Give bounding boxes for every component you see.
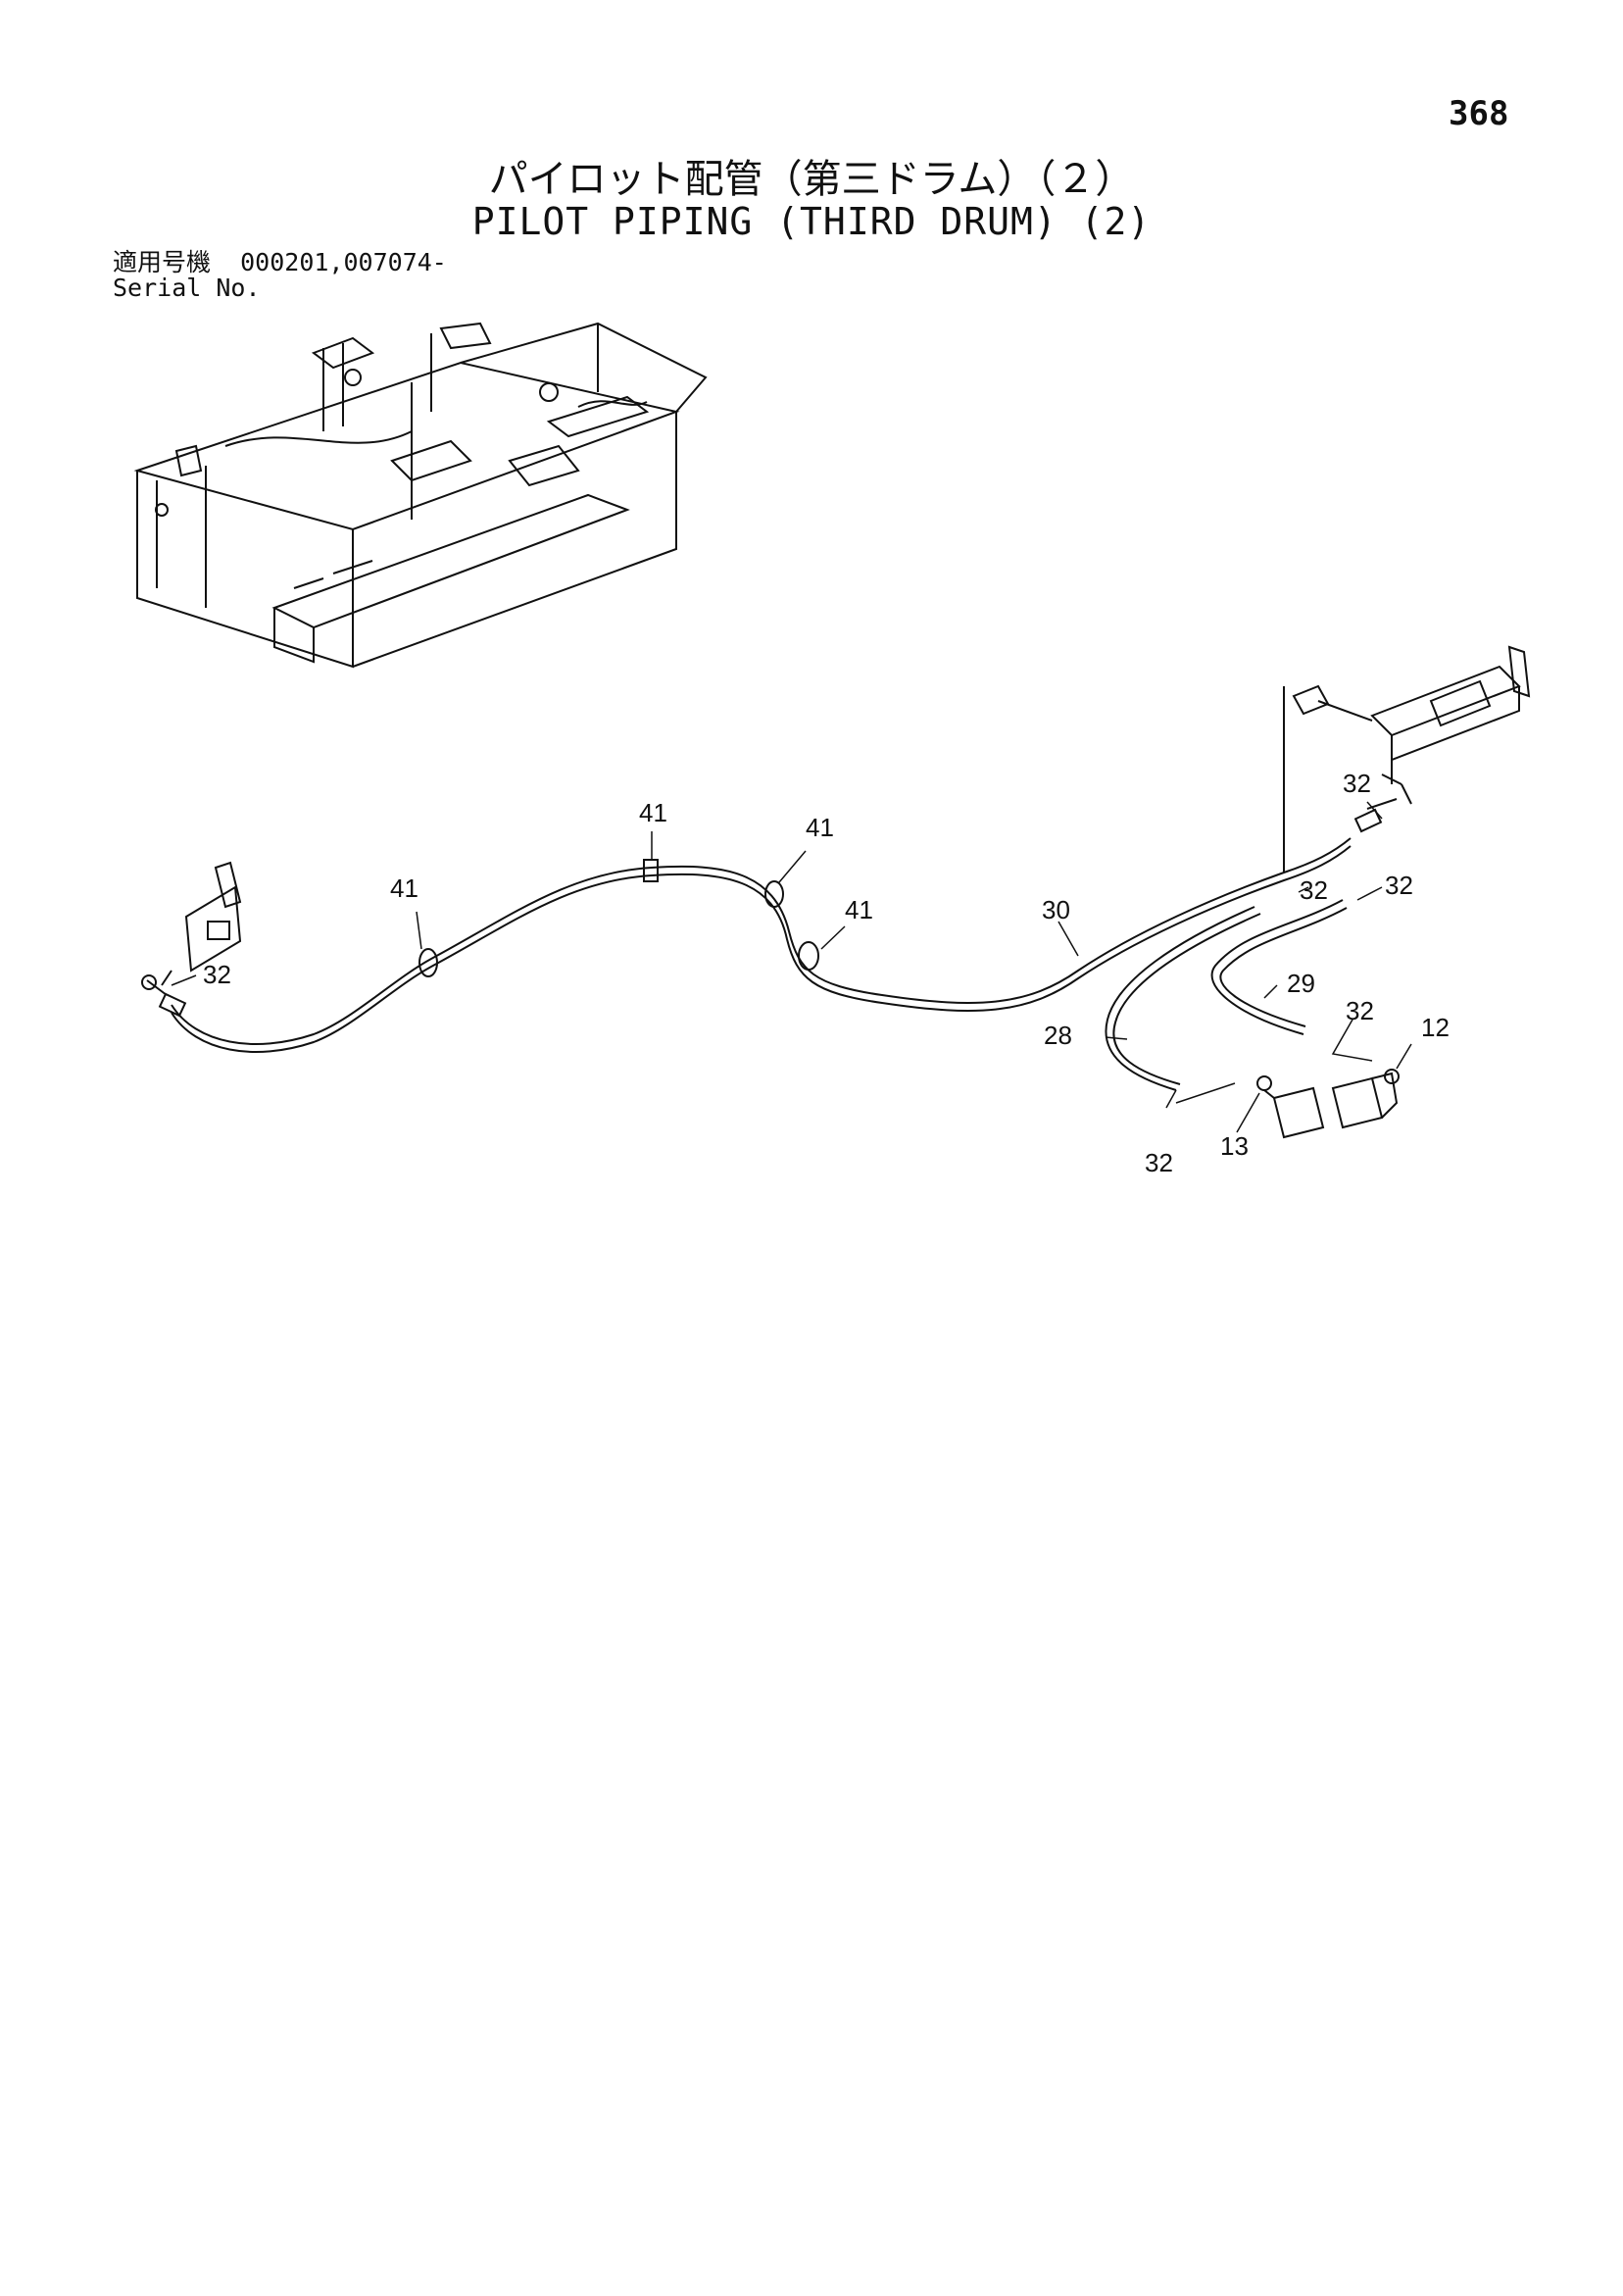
callout-30: 30 [1042, 895, 1070, 924]
pipe-28 [1105, 906, 1255, 1091]
callout-41a: 41 [390, 873, 418, 903]
leader-lines [171, 801, 1412, 1133]
serial-block: 適用号機 000201,007074- Serial No. [113, 250, 447, 301]
callout-32-mid: 32 [1300, 875, 1328, 905]
callout-32-bottom: 32 [1145, 1148, 1173, 1177]
right-valve-assembly [1283, 645, 1531, 873]
page-title-english: PILOT PIPING (THIRD DRUM) (2) [471, 200, 1152, 243]
serial-label-en: Serial No. [113, 274, 261, 302]
pipe-29 [1210, 899, 1344, 1035]
pipe-clamps [418, 859, 819, 977]
lower-blocks [1256, 1069, 1400, 1139]
callout-28: 28 [1044, 1021, 1072, 1050]
callout-32-right: 32 [1385, 871, 1413, 900]
callout-41c: 41 [806, 813, 834, 842]
callout-29: 29 [1287, 969, 1315, 998]
page-number: 368 [1449, 94, 1509, 133]
callout-41b: 41 [639, 798, 667, 827]
machine-frame-overview [133, 322, 708, 669]
callout-12: 12 [1421, 1013, 1450, 1042]
callout-32-left: 32 [203, 960, 231, 989]
serial-numbers: 000201,007074- [240, 248, 447, 276]
callout-13: 13 [1220, 1131, 1249, 1161]
pipe-30 [171, 837, 1352, 1045]
callout-32-lower-right: 32 [1346, 996, 1374, 1025]
serial-label-jp: 適用号機 [113, 248, 212, 276]
serial-row-jp: 適用号機 000201,007074- [113, 250, 447, 275]
page-title-japanese: パイロット配管（第三ドラム）（２） [488, 157, 1135, 202]
callout-41d: 41 [845, 895, 873, 924]
left-valve-bracket [141, 861, 242, 1018]
callout-32-upper-right: 32 [1343, 769, 1371, 798]
